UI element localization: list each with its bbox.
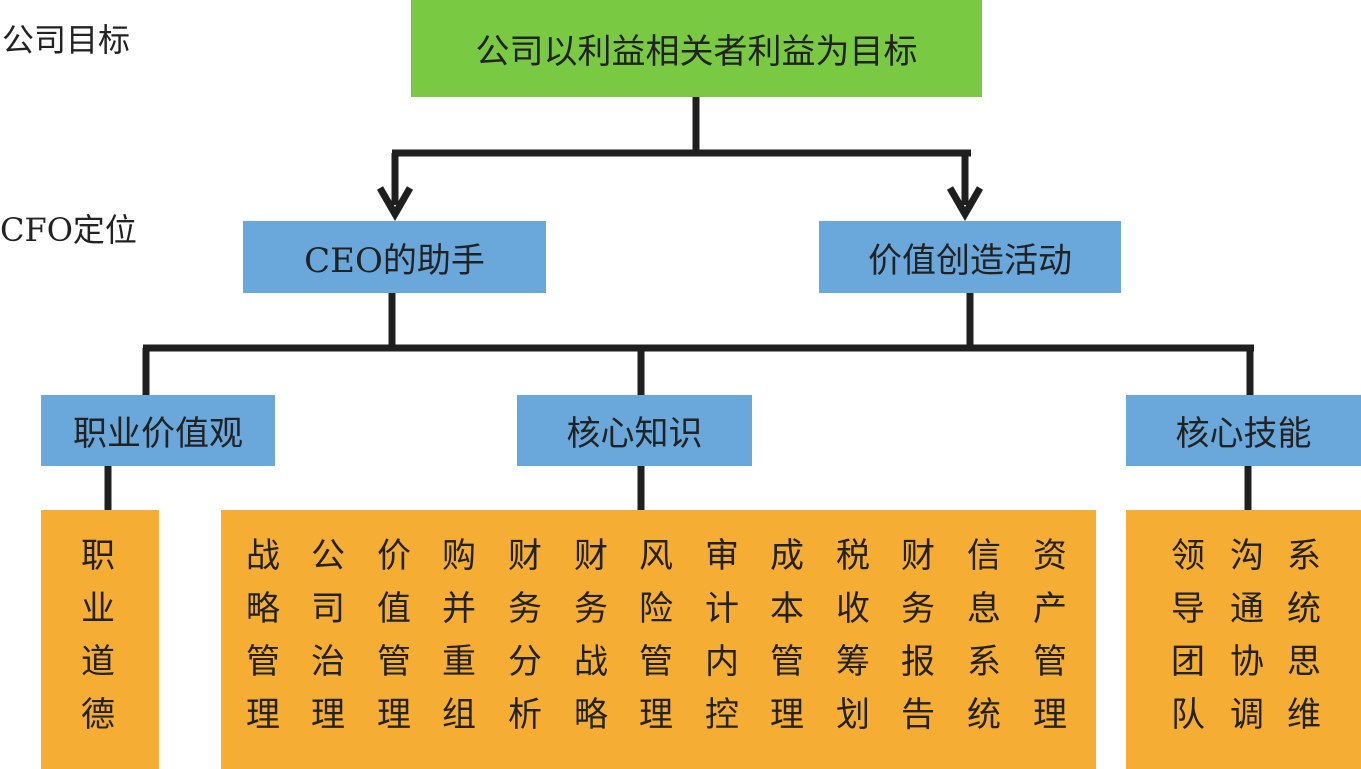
detail-character: 理: [246, 695, 280, 735]
detail-character: 系: [1287, 536, 1321, 576]
value-creation-node: 价值创造活动: [819, 221, 1121, 293]
detail-character: 理: [377, 695, 411, 735]
detail-character: 协: [1230, 642, 1264, 682]
detail-character: 调: [1230, 695, 1264, 735]
detail-character: 价: [377, 536, 411, 576]
detail-character: 公: [311, 536, 345, 576]
detail-character: 财: [901, 536, 935, 576]
values-detail-box: [41, 510, 159, 769]
detail-character: 通: [1230, 589, 1264, 629]
detail-character: 财: [574, 536, 608, 576]
detail-character: 管: [770, 642, 804, 682]
detail-character: 审: [705, 536, 739, 576]
professional-values-node: 职业价值观: [41, 395, 275, 466]
skills-column: 领导团队: [1168, 530, 1208, 742]
detail-character: 分: [508, 642, 542, 682]
detail-character: 理: [311, 695, 345, 735]
detail-character: 统: [1287, 589, 1321, 629]
detail-character: 略: [574, 695, 608, 735]
detail-character: 道: [81, 642, 115, 682]
core-skills-node: 核心技能: [1126, 395, 1361, 466]
detail-character: 本: [770, 589, 804, 629]
detail-character: 计: [705, 589, 739, 629]
detail-character: 治: [311, 642, 345, 682]
company-goal-label: 公司目标: [2, 21, 131, 59]
knowledge-column: 购并重组: [439, 530, 479, 742]
detail-character: 务: [901, 589, 935, 629]
detail-character: 业: [81, 589, 115, 629]
detail-character: 略: [246, 589, 280, 629]
detail-character: 析: [508, 695, 542, 735]
skills-column: 系统思维: [1284, 530, 1324, 742]
knowledge-column: 风险管理: [636, 530, 676, 742]
detail-character: 管: [1033, 642, 1067, 682]
detail-character: 管: [246, 642, 280, 682]
detail-character: 筹: [836, 642, 870, 682]
detail-character: 信: [967, 536, 1001, 576]
detail-character: 控: [705, 695, 739, 735]
detail-character: 团: [1171, 642, 1205, 682]
detail-character: 理: [1033, 695, 1067, 735]
skills-detail-box: [1126, 510, 1361, 769]
detail-character: 沟: [1230, 536, 1264, 576]
detail-character: 值: [377, 589, 411, 629]
detail-character: 并: [442, 589, 476, 629]
detail-character: 管: [377, 642, 411, 682]
detail-character: 队: [1171, 695, 1205, 735]
detail-character: 思: [1287, 642, 1321, 682]
detail-character: 内: [705, 642, 739, 682]
detail-character: 战: [246, 536, 280, 576]
detail-character: 购: [442, 536, 476, 576]
core-knowledge-node: 核心知识: [517, 395, 752, 466]
detail-character: 产: [1033, 589, 1067, 629]
knowledge-column: 审计内控: [702, 530, 742, 742]
detail-character: 务: [574, 589, 608, 629]
detail-character: 险: [639, 589, 673, 629]
detail-character: 税: [836, 536, 870, 576]
detail-character: 重: [442, 642, 476, 682]
knowledge-column: 公司治理: [308, 530, 348, 742]
skills-column: 沟通协调: [1227, 530, 1267, 742]
detail-character: 告: [901, 695, 935, 735]
detail-character: 报: [901, 642, 935, 682]
knowledge-column: 价值管理: [374, 530, 414, 742]
detail-character: 系: [967, 642, 1001, 682]
knowledge-column: 税收筹划: [833, 530, 873, 742]
detail-character: 成: [770, 536, 804, 576]
detail-character: 职: [81, 536, 115, 576]
detail-character: 组: [442, 695, 476, 735]
cfo-position-label: CFO定位: [0, 211, 137, 249]
detail-character: 统: [967, 695, 1001, 735]
detail-character: 管: [639, 642, 673, 682]
detail-character: 司: [311, 589, 345, 629]
detail-character: 战: [574, 642, 608, 682]
detail-character: 务: [508, 589, 542, 629]
detail-character: 风: [639, 536, 673, 576]
values-detail-column: 职业道德: [78, 530, 118, 742]
detail-character: 财: [508, 536, 542, 576]
detail-character: 理: [770, 695, 804, 735]
knowledge-column: 财务战略: [571, 530, 611, 742]
detail-character: 维: [1287, 695, 1321, 735]
detail-character: 领: [1171, 536, 1205, 576]
knowledge-detail-box: [221, 510, 1096, 769]
detail-character: 划: [836, 695, 870, 735]
knowledge-column: 资产管理: [1030, 530, 1070, 742]
detail-character: 理: [639, 695, 673, 735]
detail-character: 德: [81, 695, 115, 735]
ceo-assistant-node: CEO的助手: [243, 221, 546, 293]
knowledge-column: 信息系统: [964, 530, 1004, 742]
detail-character: 资: [1033, 536, 1067, 576]
detail-character: 导: [1171, 589, 1205, 629]
detail-character: 息: [967, 589, 1001, 629]
root-node: 公司以利益相关者利益为目标: [411, 0, 982, 97]
detail-character: 收: [836, 589, 870, 629]
knowledge-column: 财务分析: [505, 530, 545, 742]
knowledge-column: 战略管理: [243, 530, 283, 742]
knowledge-column: 财务报告: [898, 530, 938, 742]
knowledge-column: 成本管理: [767, 530, 807, 742]
